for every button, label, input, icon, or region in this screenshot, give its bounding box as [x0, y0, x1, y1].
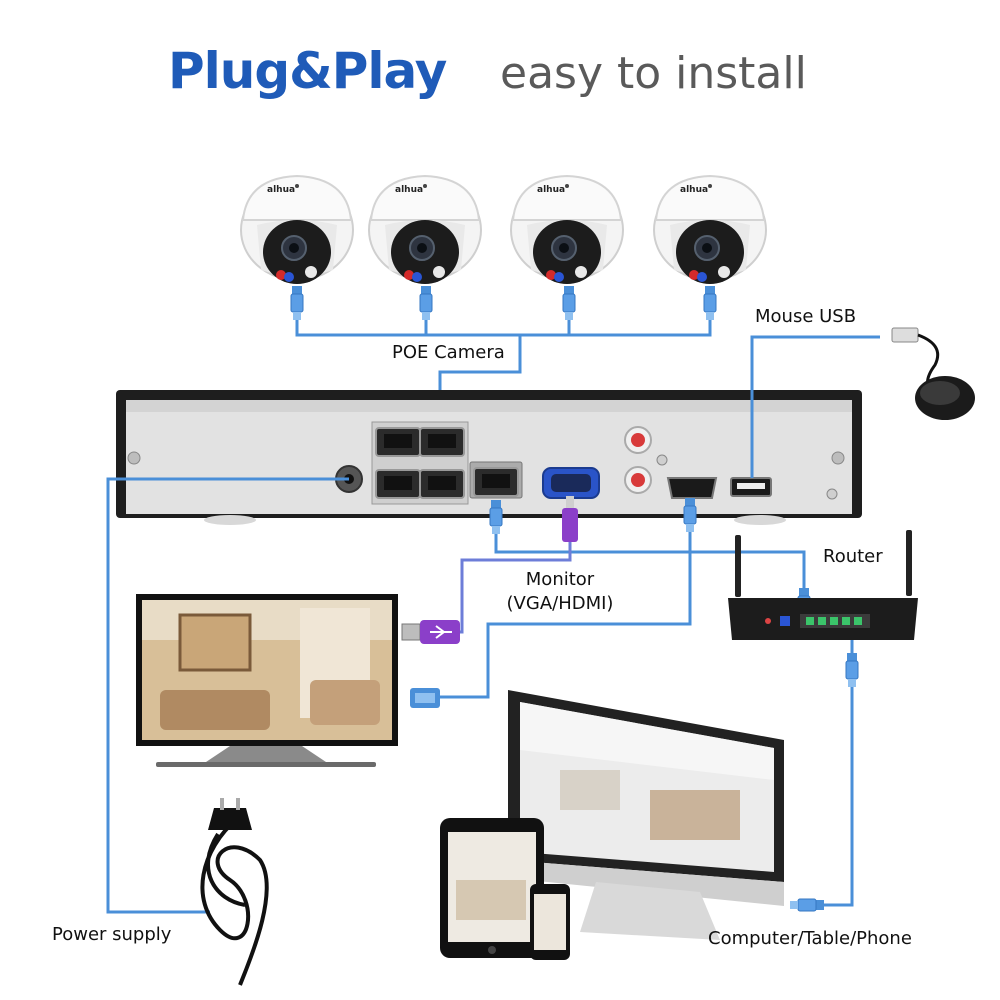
- poe-camera-3: [510, 175, 624, 285]
- router: [728, 530, 918, 640]
- camera-cable-connector: [419, 285, 433, 321]
- audio-ports: [624, 426, 668, 494]
- usb-mouse: [891, 327, 975, 420]
- monitor-label: Monitor (VGA/HDMI): [488, 568, 632, 616]
- router-label: Router: [823, 546, 883, 567]
- usb-plug-icon: [401, 620, 460, 644]
- mouse-usb-label: Mouse USB: [755, 306, 857, 327]
- devices-label: Computer/Table/Phone: [708, 928, 912, 949]
- vga-usb-connector: [562, 496, 578, 542]
- vga-port: [542, 467, 600, 499]
- poe-camera-label: POE Camera: [392, 342, 505, 363]
- camera-cable-connector: [290, 285, 304, 321]
- tablet: [440, 818, 544, 958]
- hdmi-port: [666, 477, 718, 499]
- power-plug: [208, 798, 252, 830]
- hdmi-plug-icon: [410, 688, 440, 708]
- power-cable: [200, 816, 269, 986]
- page-subtitle: easy to install: [500, 48, 807, 99]
- cable-connector: [789, 898, 825, 912]
- cable-connector: [845, 652, 859, 688]
- power-supply-label: Power supply: [52, 924, 172, 945]
- monitor-label-line2: (VGA/HDMI): [506, 593, 614, 614]
- poe-camera-2: [368, 175, 482, 285]
- camera-cable-connector: [703, 285, 717, 321]
- poe-camera-4: [653, 175, 767, 285]
- lan-port: [469, 461, 523, 499]
- phone: [530, 884, 570, 960]
- poe-camera-1: [240, 175, 354, 285]
- cable-connector: [489, 499, 503, 535]
- monitor-tv: [136, 594, 398, 767]
- computer-monitor: [508, 690, 784, 940]
- page-title: Plug&Play: [168, 42, 447, 100]
- poe-ports: [371, 421, 469, 505]
- camera-cable-connector: [562, 285, 576, 321]
- usb-port: [730, 477, 772, 497]
- connection-cables: [106, 335, 880, 914]
- cable-connector: [683, 497, 697, 533]
- monitor-label-line1: Monitor: [525, 569, 595, 590]
- nvr-recorder: [116, 390, 862, 525]
